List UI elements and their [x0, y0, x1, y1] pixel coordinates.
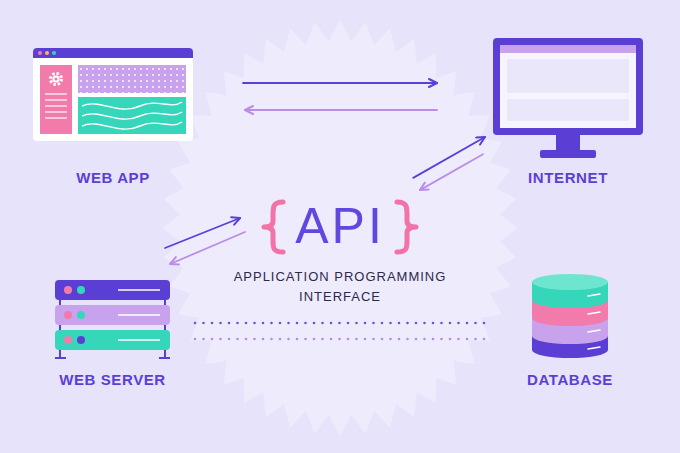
text-line	[45, 99, 67, 100]
connector-arrow	[170, 232, 245, 264]
status-light	[64, 286, 72, 294]
side-panel	[40, 65, 72, 134]
server-unit	[55, 280, 170, 300]
brace-left	[264, 202, 283, 252]
unit-slot	[118, 289, 160, 291]
connector-arrow	[243, 82, 437, 84]
dotted-panel	[78, 65, 186, 93]
db-highlight	[588, 312, 600, 314]
rack-foot	[55, 357, 66, 359]
screen-bar	[500, 45, 636, 53]
wave-line	[82, 122, 182, 129]
text-line	[45, 111, 67, 112]
monitor-base	[540, 150, 596, 158]
window-dot	[52, 51, 56, 55]
db-highlight	[588, 347, 600, 349]
dotted-link	[195, 322, 485, 325]
wave-line	[82, 112, 182, 119]
text-line	[45, 105, 67, 106]
server-unit	[55, 330, 170, 350]
internet-node: INTERNET	[488, 36, 648, 188]
db-highlight	[588, 330, 600, 332]
db-highlight	[588, 294, 600, 296]
connector-arrow	[420, 154, 483, 190]
node-title: INTERNET	[528, 168, 608, 188]
status-light	[64, 336, 72, 344]
wave-line	[82, 102, 182, 109]
dotted-link	[195, 338, 485, 341]
browser-bar	[33, 48, 193, 58]
api-node: API APPLICATION PROGRAMMING INTERFACE	[215, 198, 465, 306]
screen-block	[507, 59, 629, 93]
status-light	[77, 336, 85, 344]
database-cylinder	[532, 274, 608, 358]
node-title: DATABASE	[527, 370, 613, 390]
server-unit	[55, 305, 170, 325]
browser-body	[33, 48, 193, 141]
starburst	[162, 20, 518, 436]
monitor-neck	[556, 135, 580, 151]
status-light	[77, 286, 85, 294]
server-rack	[55, 280, 170, 358]
monitor-screen	[500, 45, 636, 128]
node-title: WEB APP	[76, 168, 150, 188]
screen-block	[507, 99, 629, 121]
connector-arrow	[165, 218, 240, 248]
gear-icon	[51, 74, 62, 85]
monitor-frame	[493, 38, 643, 135]
window-dot	[38, 51, 42, 55]
status-light	[64, 311, 72, 319]
connector-arrow	[413, 137, 485, 178]
node-title: API	[295, 198, 385, 254]
node-title: WEB SERVER	[59, 370, 166, 390]
app-node: WEB APP	[28, 46, 198, 188]
connector-arrow	[245, 109, 437, 111]
browser-window	[33, 48, 193, 141]
db-top	[532, 274, 608, 290]
monitor	[493, 38, 643, 158]
gear-icon	[52, 75, 59, 82]
server-node: WEB SERVER	[50, 278, 175, 390]
brace-right	[397, 202, 416, 252]
database-node: DATABASE	[515, 272, 625, 390]
text-line	[45, 117, 67, 118]
dotted-panel	[78, 65, 186, 93]
node-subtitle: APPLICATION PROGRAMMING INTERFACE	[220, 267, 460, 307]
wave-panel	[78, 97, 186, 134]
unit-slot	[118, 314, 160, 316]
status-light	[77, 311, 85, 319]
text-line	[45, 93, 67, 94]
gear-icon	[54, 77, 57, 80]
unit-slot	[118, 339, 160, 341]
rack-foot	[159, 357, 170, 359]
window-dot	[45, 51, 49, 55]
